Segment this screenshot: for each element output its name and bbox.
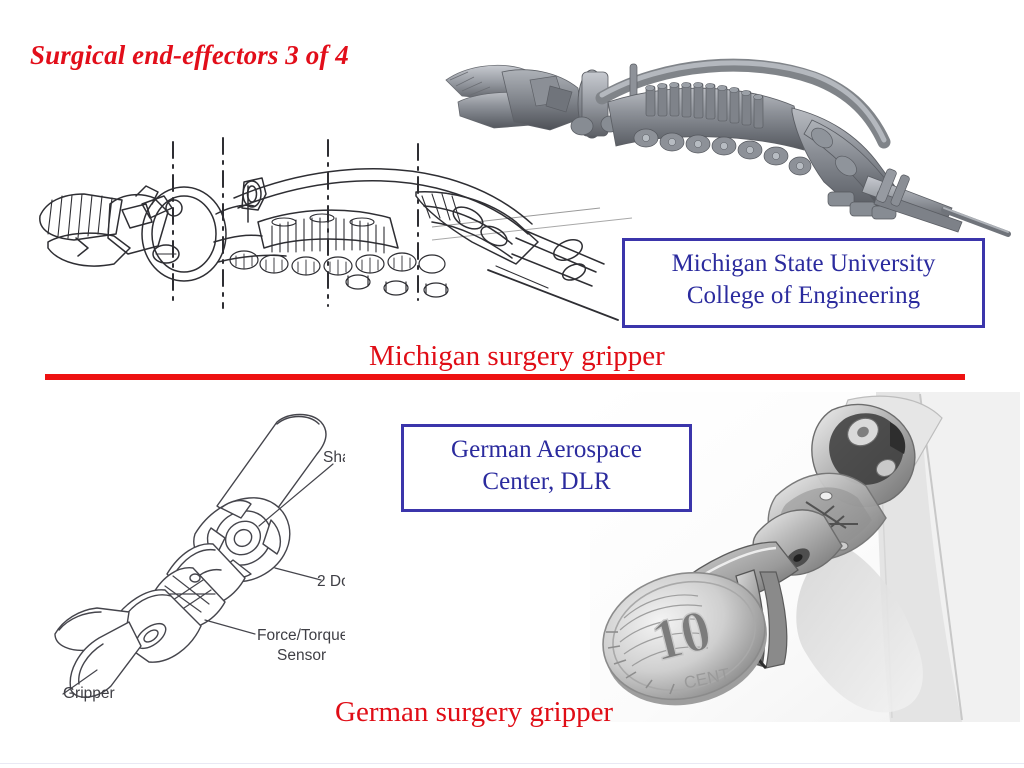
msu-line-1: Michigan State University: [671, 250, 936, 277]
michigan-cad-render-figure: [432, 42, 1012, 242]
section-divider: [45, 374, 965, 380]
dlr-label-shaft: Shaft: [323, 449, 345, 466]
dlr-label-sensor: Sensor: [277, 647, 326, 664]
dlr-line-1: German Aerospace: [451, 436, 642, 463]
bottom-rule: [0, 763, 1024, 764]
caption-german-surgery-gripper: German surgery gripper: [335, 696, 614, 728]
label-box-german-aerospace-center: German Aerospace Center, DLR: [401, 424, 692, 512]
michigan-line-drawing-figure: [18, 130, 628, 345]
page-title: Surgical end-effectors 3 of 4: [30, 40, 349, 70]
dlr-label-force-torque: Force/Torque: [257, 627, 345, 644]
label-box-michigan-state-university: Michigan State University College of Eng…: [622, 238, 985, 328]
dlr-line-drawing-figure: Shaft 2 DoF Joint Force/Torque Sensor Gr…: [45, 398, 345, 710]
caption-michigan-surgery-gripper: Michigan surgery gripper: [369, 340, 665, 372]
msu-line-2: College of Engineering: [686, 282, 921, 309]
dlr-label-gripper: Gripper: [63, 685, 115, 702]
dlr-label-2-dof-joint: 2 DoF Joint: [317, 573, 345, 590]
dlr-line-2: Center, DLR: [482, 468, 611, 495]
